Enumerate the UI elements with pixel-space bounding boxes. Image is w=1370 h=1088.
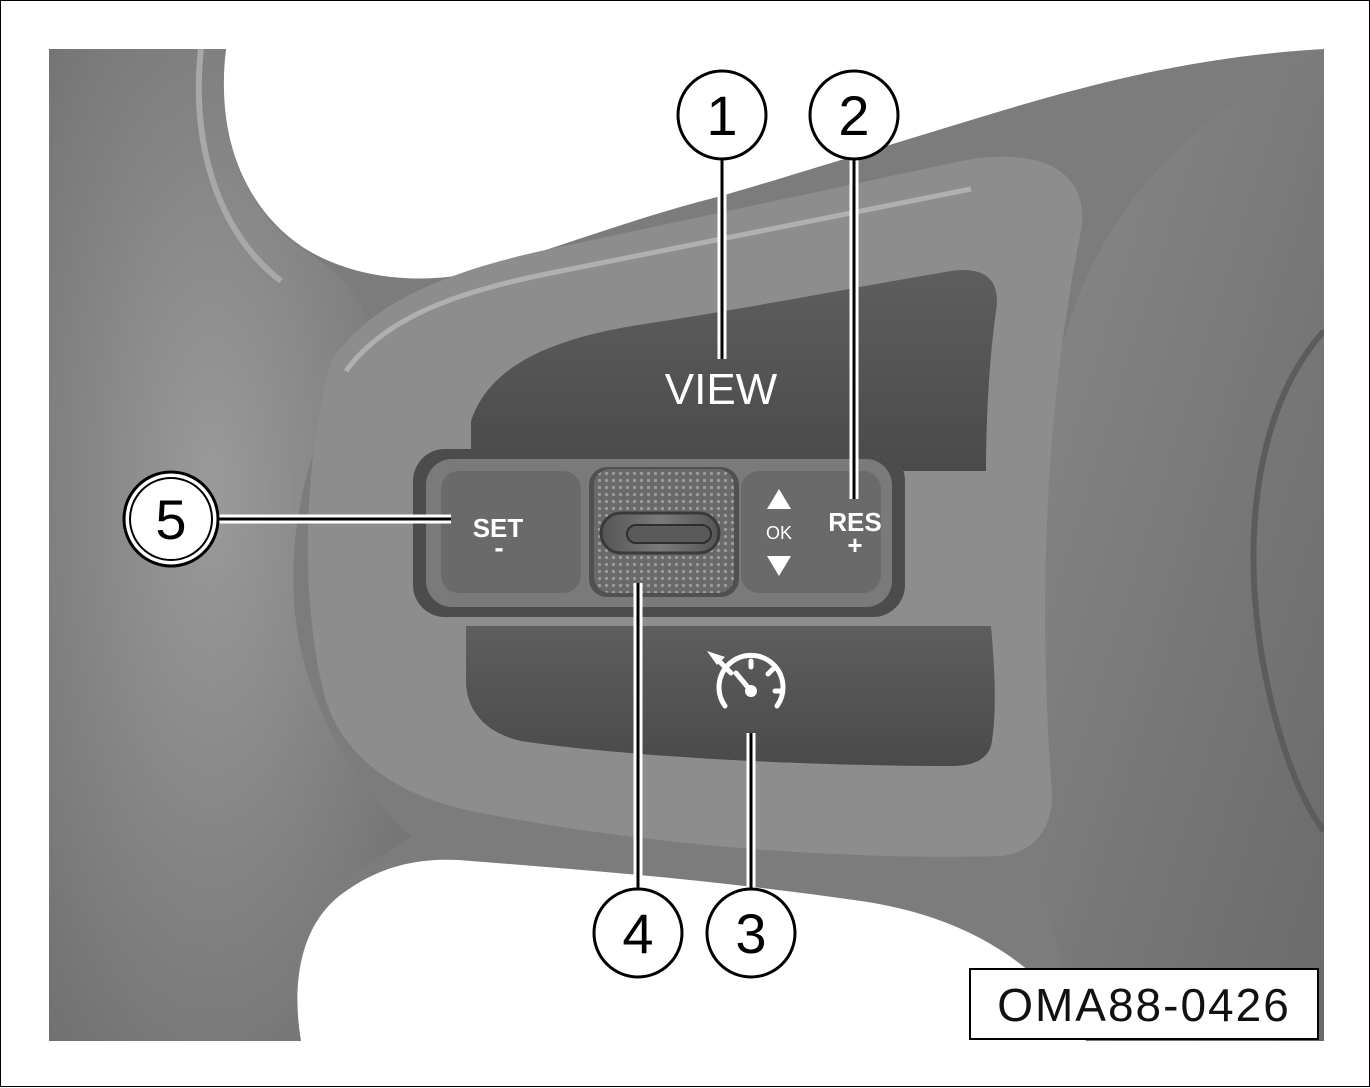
callout-number: 4 <box>622 902 653 965</box>
callout-3: 3 <box>705 887 797 979</box>
figure-code: OMA88-0426 <box>969 968 1319 1040</box>
res-plus-symbol: + <box>847 530 862 560</box>
callout-number: 5 <box>155 488 186 551</box>
callout-5: 5 <box>122 470 220 568</box>
down-arrow-icon <box>767 556 791 576</box>
up-arrow-icon <box>767 489 791 509</box>
callout-number: 3 <box>735 902 766 965</box>
ok-label: OK <box>766 523 792 543</box>
cruise-control-icon <box>716 652 786 709</box>
res-button-label: RES <box>828 507 881 537</box>
callout-4: 4 <box>592 887 684 979</box>
callout-number: 2 <box>838 84 869 147</box>
callout-1: 1 <box>676 69 768 161</box>
set-button-label: SET <box>473 513 524 543</box>
view-button-label: VIEW <box>665 365 778 414</box>
callout-number: 1 <box>706 84 737 147</box>
callout-2: 2 <box>808 69 900 161</box>
set-minus-symbol: - <box>494 532 503 563</box>
leader-lines <box>216 159 859 889</box>
